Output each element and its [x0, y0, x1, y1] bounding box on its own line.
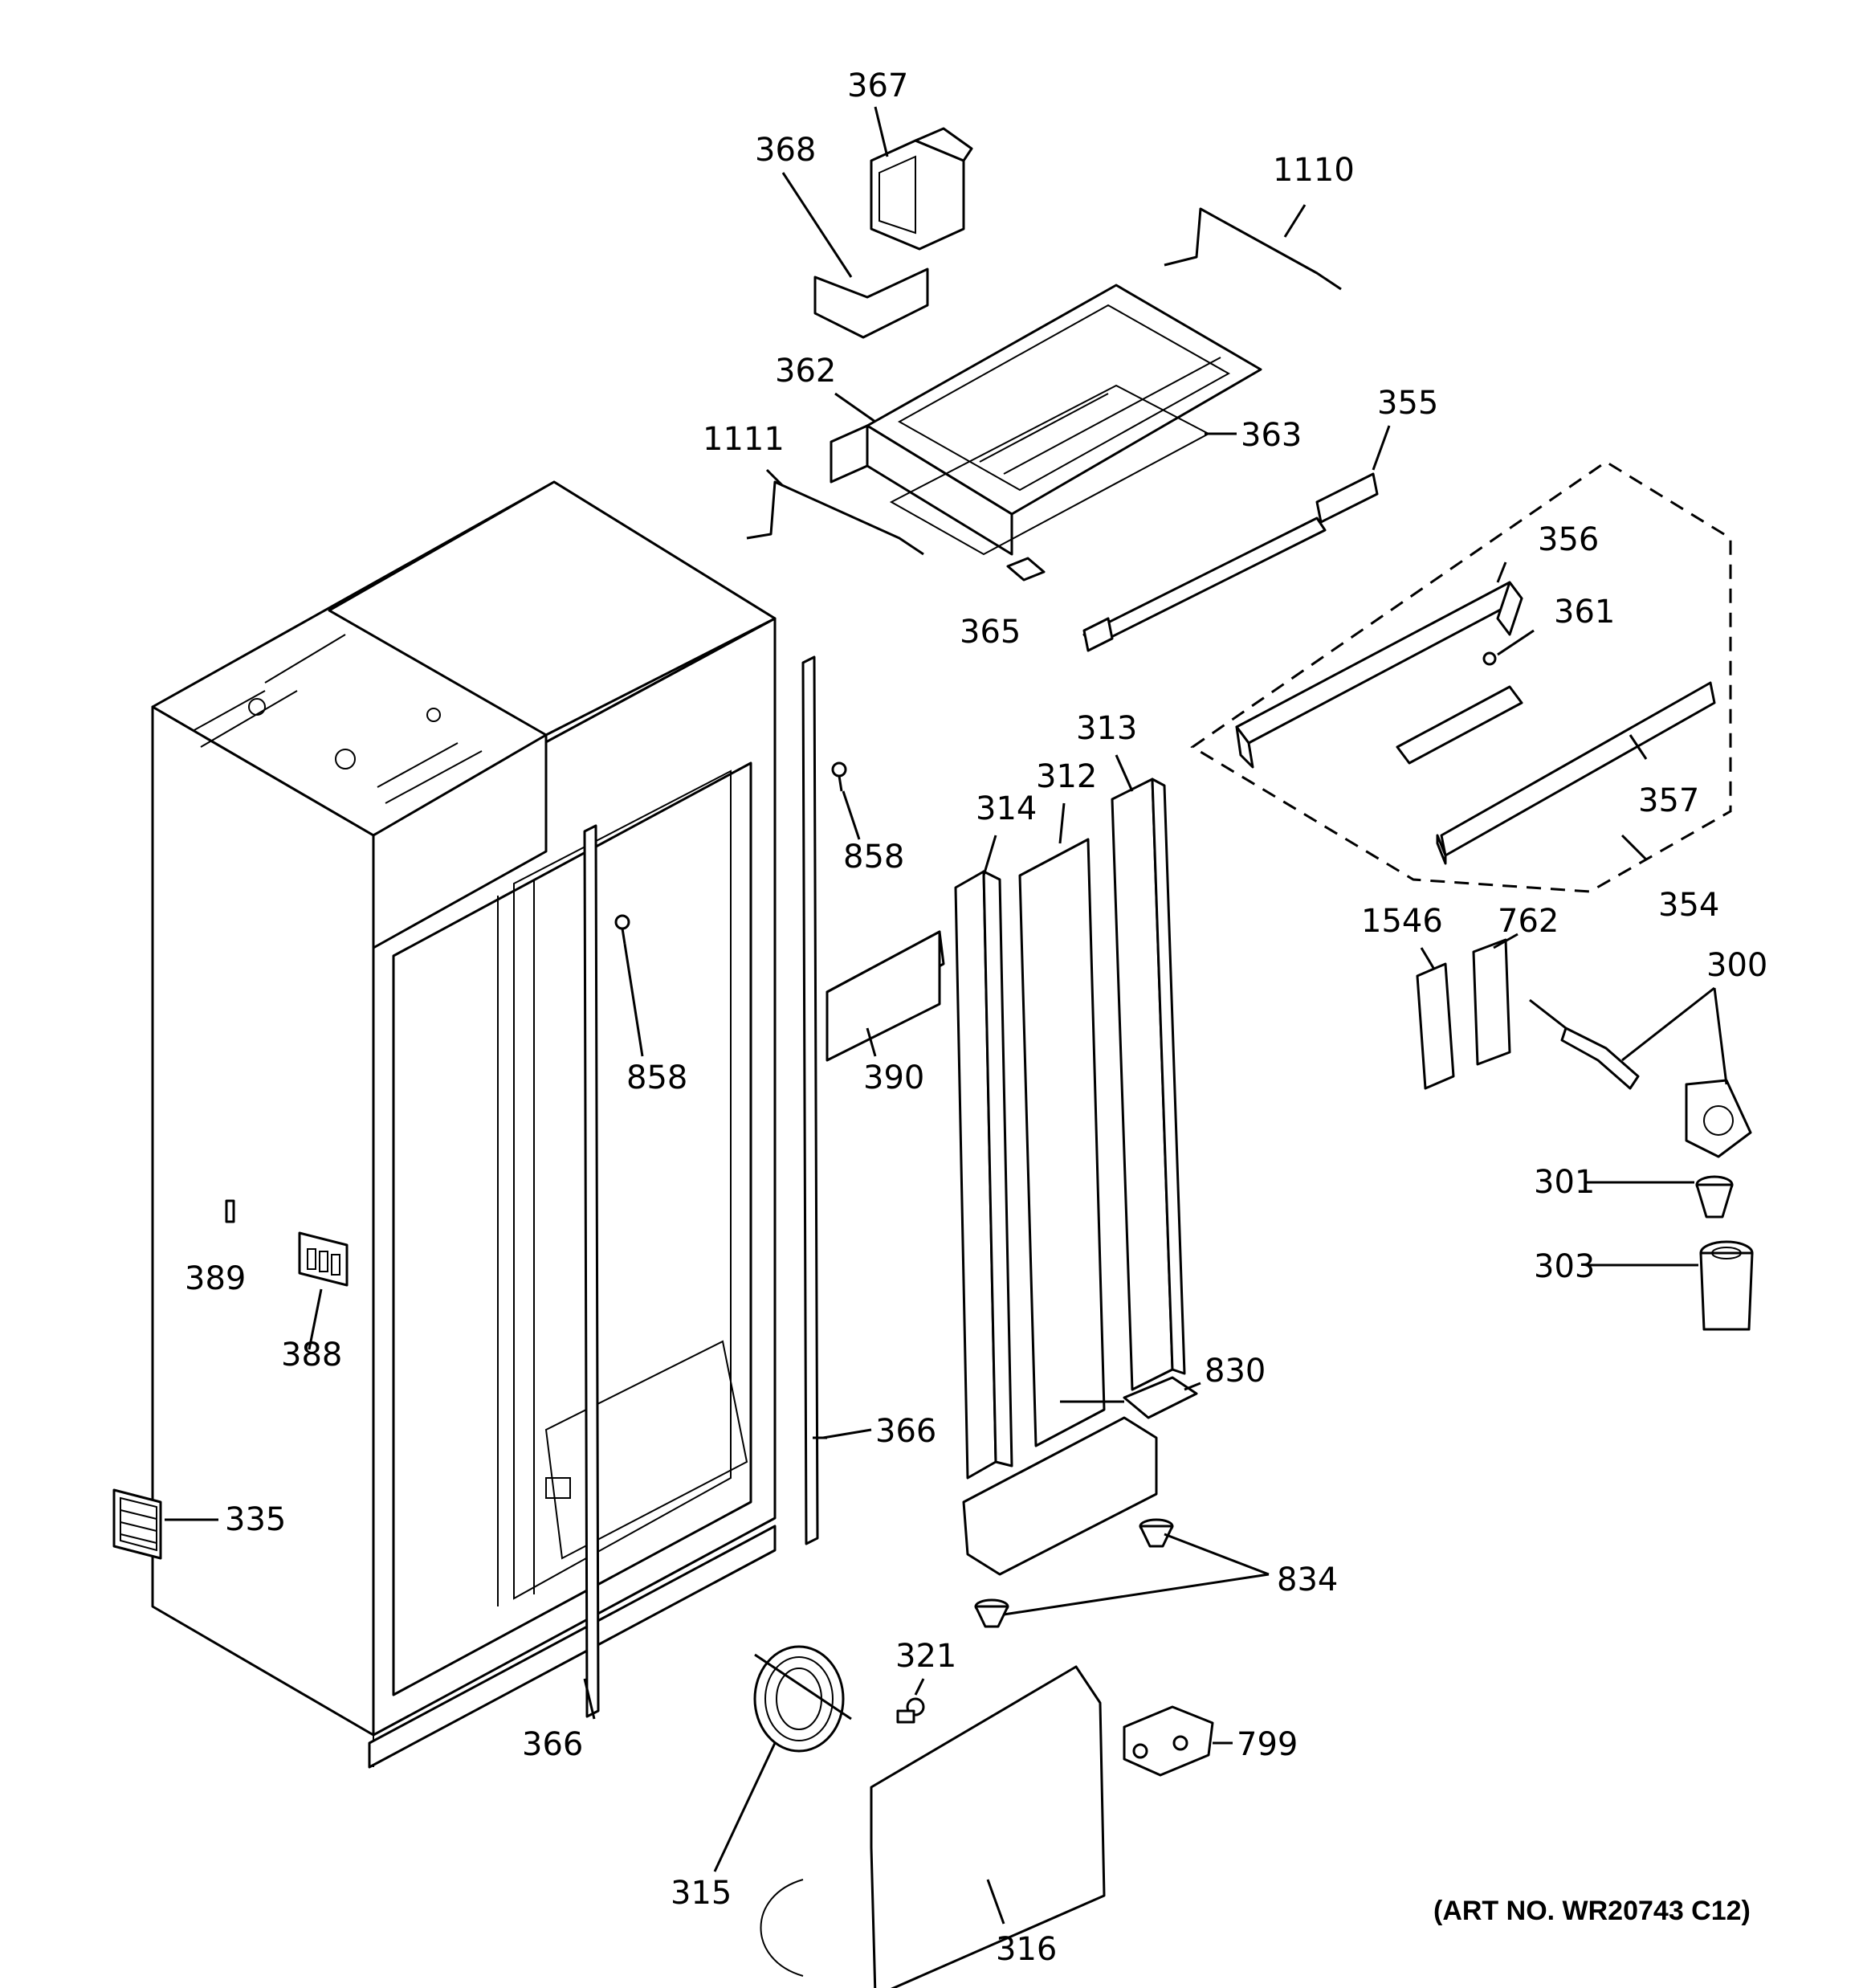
label-389: 389 [185, 1260, 246, 1297]
leader-lines [165, 106, 1728, 1925]
label-315: 315 [671, 1875, 732, 1912]
part-300-sensor [1529, 998, 1752, 1158]
part-834-foot [1139, 1518, 1174, 1548]
label-357: 357 [1638, 782, 1699, 819]
part-301-cap [1695, 1175, 1734, 1219]
part-354-kit-outline [1190, 460, 1732, 893]
label-390: 390 [863, 1059, 924, 1096]
label-366-side: 366 [875, 1413, 936, 1450]
label-356: 356 [1538, 521, 1599, 558]
part-1546-bracket [1416, 962, 1455, 1090]
part-361-screw [1482, 651, 1497, 666]
label-368: 368 [755, 132, 816, 169]
label-363: 363 [1241, 417, 1302, 454]
part-303-cap [1699, 1240, 1754, 1331]
part-1110-rod [1164, 207, 1342, 291]
part-834-foot [974, 1598, 1009, 1628]
label-367: 367 [847, 67, 908, 104]
label-355: 355 [1377, 385, 1438, 422]
label-362: 362 [775, 353, 836, 390]
part-1111-rod [746, 480, 924, 556]
label-300: 300 [1706, 947, 1767, 984]
part-316-cover [760, 1665, 1106, 1988]
part-356-housing [1235, 581, 1523, 769]
part-366-side-trim [801, 655, 819, 1545]
label-366-front: 366 [522, 1726, 583, 1763]
label-799: 799 [1237, 1726, 1298, 1763]
label-830: 830 [1205, 1353, 1266, 1390]
part-830-bracket [962, 1376, 1198, 1576]
part-368-cover [813, 267, 929, 339]
part-799-valve [1123, 1705, 1214, 1777]
part-367-module [870, 127, 973, 251]
label-1111: 1111 [703, 421, 785, 458]
label-301: 301 [1534, 1164, 1595, 1201]
label-314: 314 [976, 790, 1037, 827]
label-1546: 1546 [1361, 903, 1443, 940]
part-762-block [1472, 938, 1511, 1066]
part-389-pin [225, 1199, 235, 1223]
label-858-side: 858 [843, 839, 904, 876]
part-388-plate [298, 1231, 349, 1287]
part-362-housing [830, 284, 1262, 556]
part-361-board [1396, 685, 1523, 765]
label-388: 388 [281, 1337, 342, 1374]
label-1110: 1110 [1273, 152, 1355, 189]
part-321-fitting [896, 1697, 925, 1724]
part-335-grille [112, 1488, 162, 1560]
label-834: 834 [1277, 1561, 1338, 1598]
part-312-panel [1018, 838, 1106, 1447]
art-number: (ART NO. WR20743 C12) [1433, 1896, 1751, 1926]
part-365-clip [1006, 557, 1046, 582]
label-312: 312 [1036, 758, 1097, 795]
label-321: 321 [895, 1638, 956, 1675]
part-355-bar [1082, 516, 1327, 648]
part-366-front-trim [583, 824, 600, 1718]
label-354: 354 [1658, 887, 1719, 924]
part-858-screw [614, 914, 630, 945]
label-361: 361 [1554, 594, 1615, 631]
label-858-front: 858 [626, 1059, 687, 1096]
label-365: 365 [960, 614, 1021, 651]
label-316: 316 [996, 1931, 1057, 1968]
label-303: 303 [1534, 1248, 1595, 1285]
part-315-coil [753, 1645, 852, 1753]
label-762: 762 [1498, 903, 1559, 940]
label-313: 313 [1076, 710, 1137, 747]
part-357-panel [1436, 681, 1716, 865]
part-labels: 367 368 1110 362 363 1111 355 365 356 36… [185, 67, 1767, 1968]
refrigerator-cabinet [151, 480, 777, 1769]
part-858-screw [831, 761, 847, 792]
label-335: 335 [225, 1501, 286, 1538]
